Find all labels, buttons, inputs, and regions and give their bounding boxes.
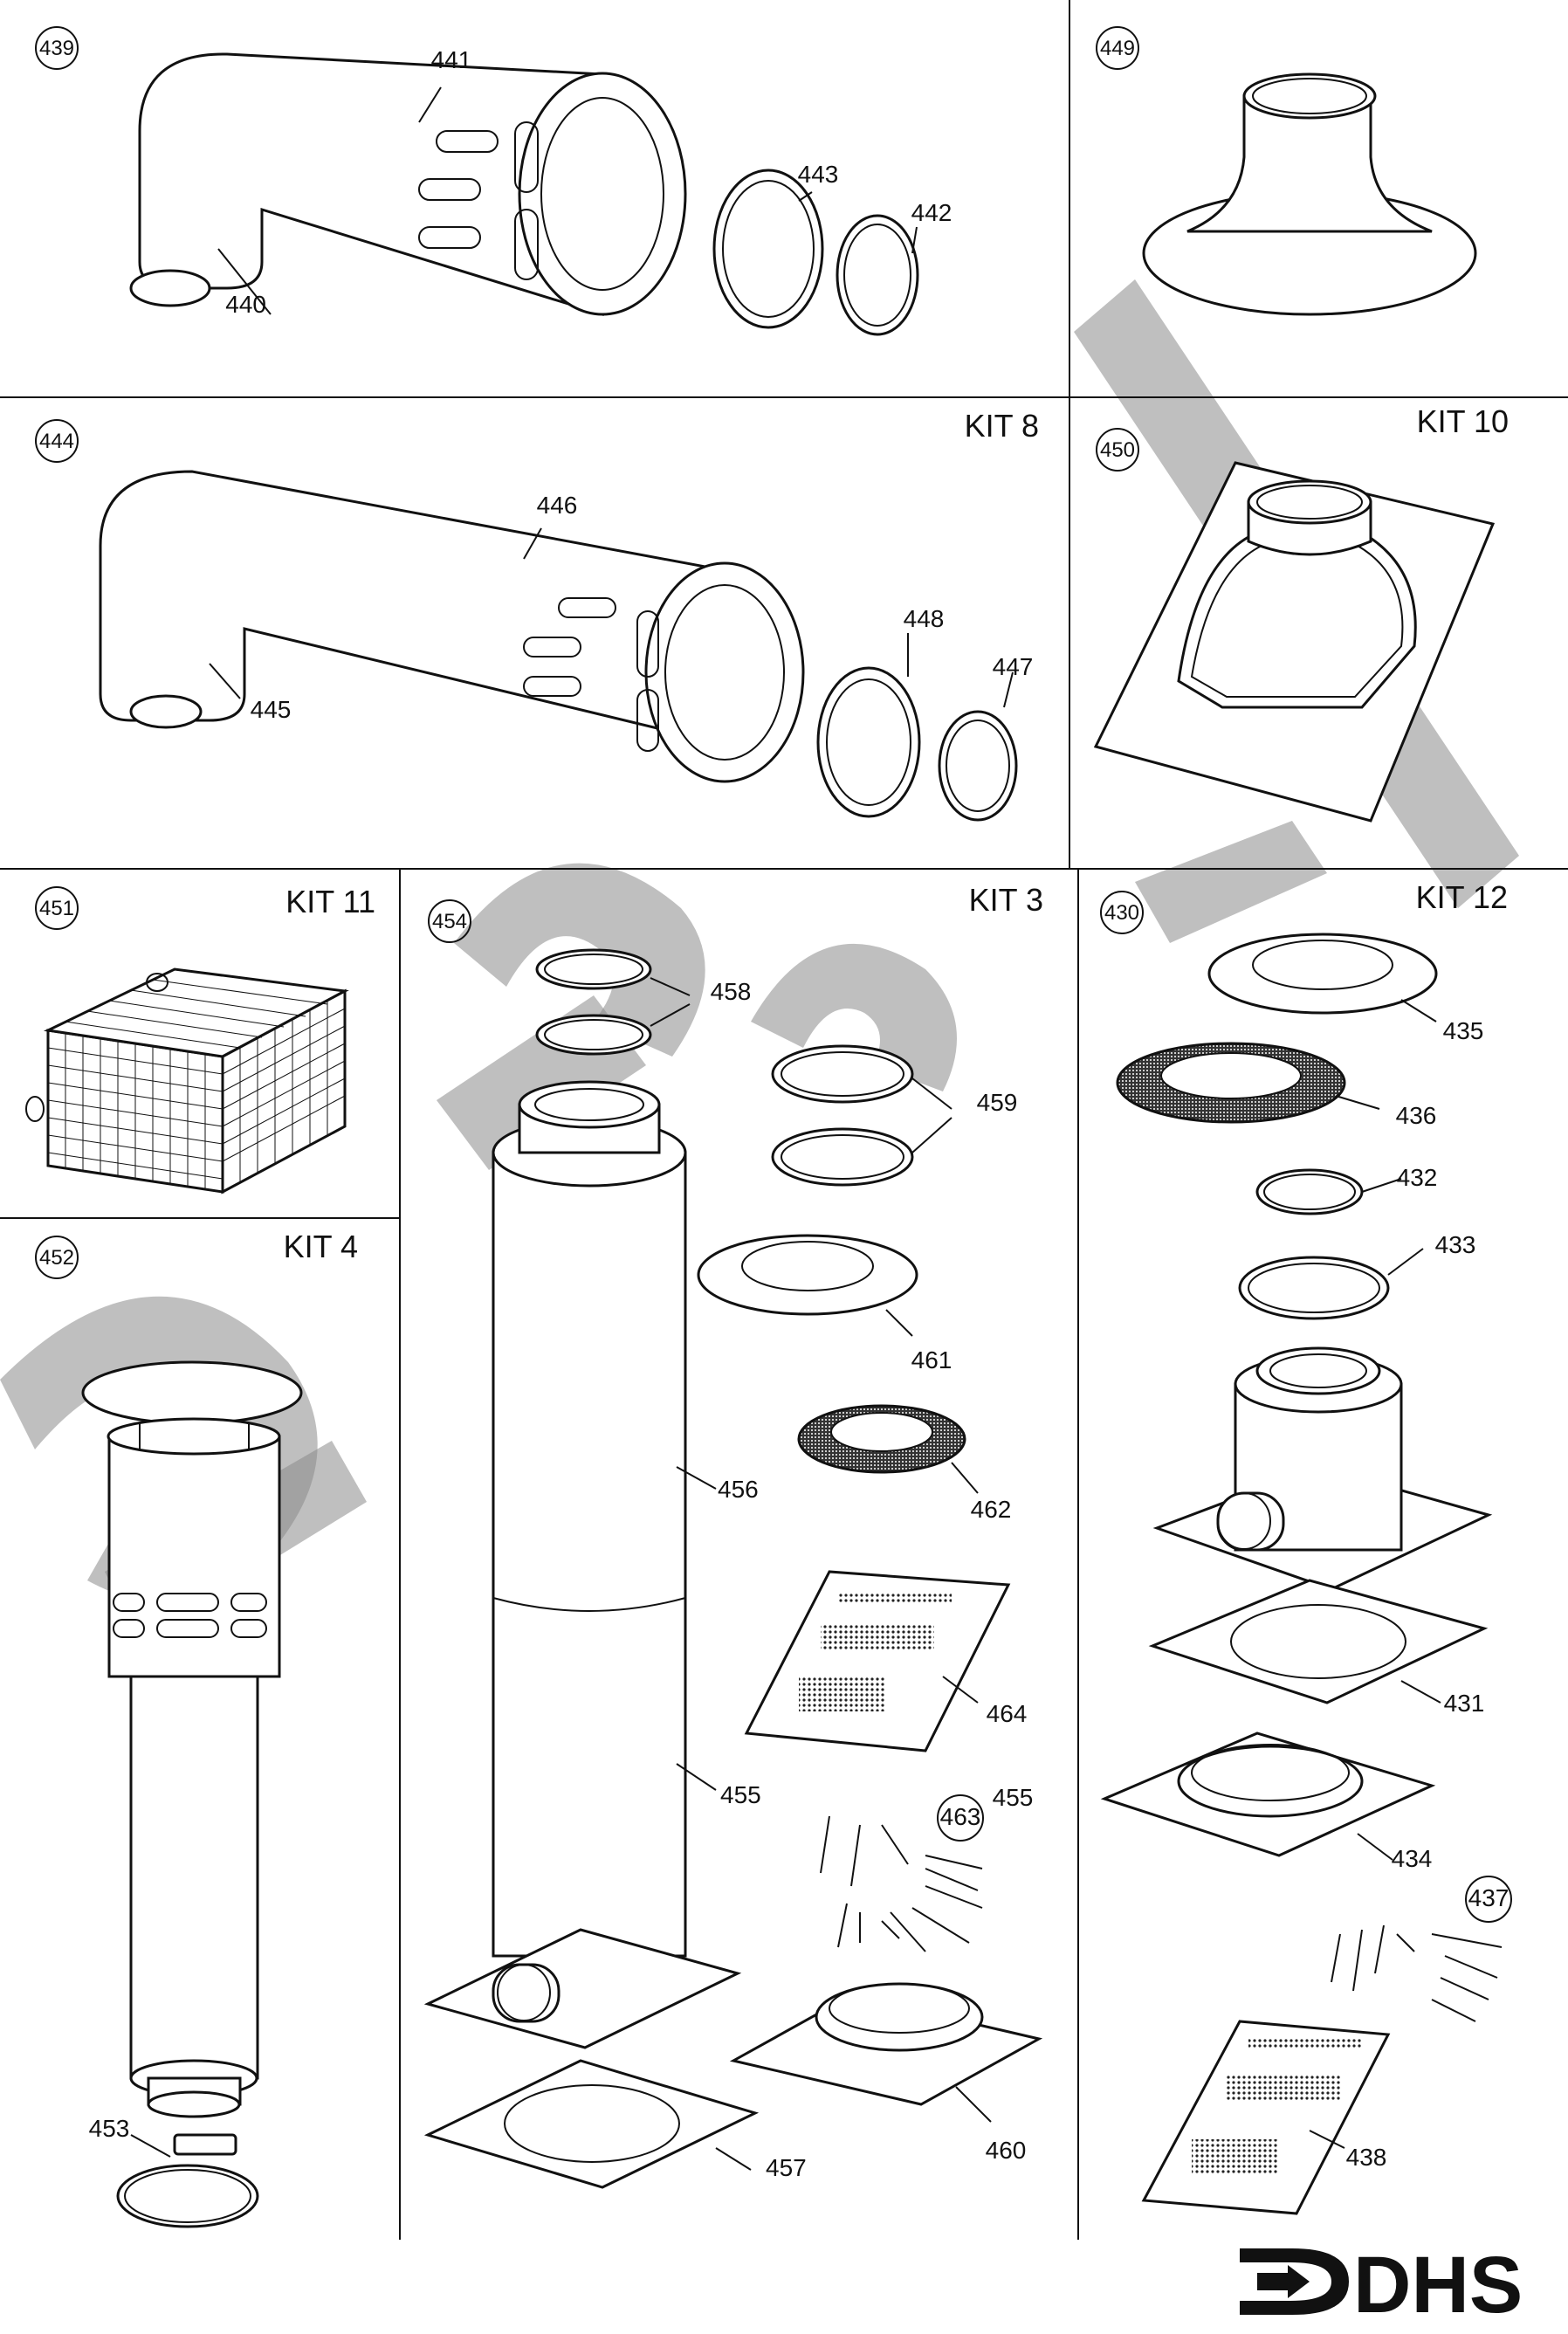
svg-text:460: 460 (986, 2137, 1027, 2164)
svg-text:464: 464 (987, 1700, 1028, 1727)
svg-text:435: 435 (1443, 1017, 1484, 1044)
svg-text:446: 446 (537, 492, 578, 519)
panel-451: 451 KIT 11 (25, 884, 375, 1195)
ref-444: 444 (39, 430, 74, 453)
screws-and-plugs (820, 1815, 983, 1952)
guard-side (221, 988, 347, 1195)
svg-text:443: 443 (798, 161, 839, 188)
svg-text:436: 436 (1396, 1102, 1437, 1129)
kit-3-label: KIT 3 (969, 882, 1043, 918)
screws-and-plugs (1331, 1924, 1503, 2022)
svg-text:459: 459 (977, 1089, 1018, 1116)
ref-449: 449 (1100, 37, 1135, 60)
svg-text:462: 462 (971, 1496, 1012, 1523)
band-clamp (116, 2164, 259, 2228)
svg-text:461: 461 (911, 1346, 952, 1374)
svg-text:457: 457 (766, 2154, 807, 2181)
guard-mesh (47, 979, 346, 1189)
kit-4-label: KIT 4 (284, 1229, 358, 1264)
svg-text:448: 448 (904, 605, 945, 632)
svg-text:455: 455 (993, 1784, 1034, 1811)
svg-text:453: 453 (89, 2115, 130, 2142)
svg-text:442: 442 (911, 199, 952, 226)
svg-text:434: 434 (1392, 1845, 1433, 1872)
ref-454: 454 (432, 910, 467, 933)
panel-450: 450 KIT 10 (1093, 403, 1509, 823)
terminal-cap (81, 1360, 303, 1425)
ref-450: 450 (1100, 438, 1135, 462)
svg-text:455: 455 (720, 1781, 761, 1808)
terminal-vents (113, 1593, 267, 1638)
ref-439: 439 (39, 37, 74, 60)
panel-430: 430 KIT 12 (1100, 879, 1512, 2215)
dhs-logo: DHS (1240, 2241, 1523, 2330)
svg-text:432: 432 (1397, 1164, 1438, 1191)
kit-8-label: KIT 8 (965, 408, 1039, 444)
panel-452: 452 KIT 4 453 (35, 1229, 358, 2228)
ref-452: 452 (39, 1246, 74, 1270)
panel-449: 449 (1096, 26, 1477, 316)
panel-444: 444 KIT 8 445 446 447 448 (35, 408, 1039, 822)
svg-text:437: 437 (1468, 1884, 1510, 1911)
ref-451: 451 (39, 897, 74, 920)
svg-text:447: 447 (993, 653, 1034, 680)
logo-mark (1240, 2248, 1349, 2315)
kit-10-label: KIT 10 (1417, 403, 1509, 439)
kit-11-label: KIT 11 (285, 884, 375, 919)
svg-text:445: 445 (251, 696, 292, 723)
svg-text:433: 433 (1435, 1231, 1476, 1258)
svg-text:463: 463 (940, 1803, 981, 1830)
svg-text:458: 458 (711, 978, 752, 1005)
panel-439: 439 440 441 442 443 (35, 26, 952, 336)
instruction-sheet (1141, 2020, 1391, 2215)
svg-text:456: 456 (718, 1476, 759, 1503)
svg-text:431: 431 (1444, 1690, 1485, 1717)
panel-grid (0, 0, 1568, 2240)
ref-430: 430 (1104, 901, 1139, 925)
svg-text:438: 438 (1346, 2144, 1387, 2171)
svg-text:440: 440 (225, 291, 266, 318)
logo-text: DHS (1353, 2241, 1523, 2330)
terminal-vents (523, 597, 659, 752)
kit-12-label: KIT 12 (1416, 879, 1508, 915)
terminal-vents (418, 121, 539, 280)
svg-text:441: 441 (431, 46, 472, 73)
panel-454: 454 KIT 3 (423, 882, 1043, 2189)
